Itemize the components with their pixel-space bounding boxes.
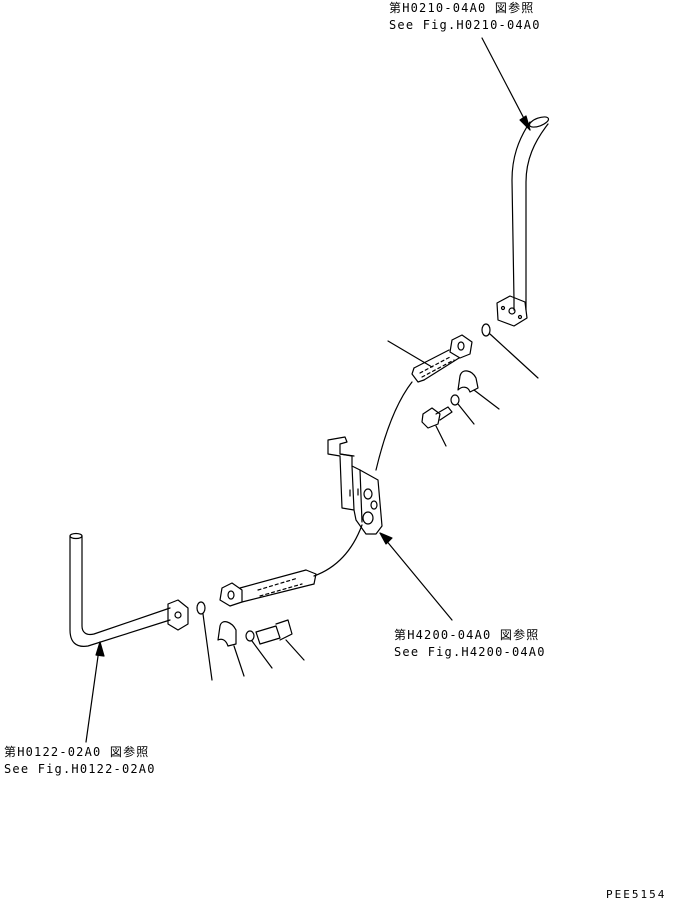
leader-upper-hose	[387, 340, 433, 368]
leader-bolt-upper	[435, 425, 447, 447]
upper-bolt	[421, 406, 453, 429]
callout-reference-left-en: See Fig.H0122-02A0	[4, 762, 156, 776]
drawing-code: PEE5154	[606, 888, 667, 901]
leader-o-ring-lower	[202, 613, 213, 681]
arrow-valve-block	[379, 532, 393, 545]
arrow-left-pipe	[95, 641, 105, 657]
upper-split-flange	[457, 370, 479, 393]
arrow-upper-pipe	[519, 115, 531, 131]
lower-hose-fitting	[219, 569, 317, 607]
leader-split-flange-lower	[233, 645, 245, 677]
upper-washer	[450, 394, 460, 406]
leader-washer-lower	[251, 640, 273, 669]
lower-o-ring	[196, 601, 206, 615]
upper-hose-fitting	[411, 334, 473, 383]
lower-flange	[167, 599, 189, 631]
callout-reference-left-jp: 第H0122-02A0 図参照	[4, 745, 150, 759]
callout-reference-middle-en: See Fig.H4200-04A0	[394, 645, 546, 659]
upper-flange	[496, 295, 528, 327]
leader-o-ring-upper	[489, 333, 539, 379]
leader-upper-pipe	[481, 37, 531, 131]
upper-o-ring	[481, 323, 491, 337]
leader-bolt-lower	[285, 639, 305, 661]
callout-reference-middle: 第H4200-04A0 図参照 See Fig.H4200-04A0	[394, 627, 546, 661]
leader-split-flange-upper	[473, 389, 500, 410]
callout-reference-left: 第H0122-02A0 図参照 See Fig.H0122-02A0	[4, 744, 156, 778]
lower-split-flange	[217, 621, 237, 647]
lower-connecting-hose	[313, 524, 363, 577]
callout-reference-middle-jp: 第H4200-04A0 図参照	[394, 628, 540, 642]
callout-reference-top-en: See Fig.H0210-04A0	[389, 18, 541, 32]
leader-valve-block	[379, 532, 453, 621]
upper-pipe	[511, 116, 550, 311]
left-pipe	[69, 532, 171, 647]
valve-block	[327, 436, 383, 535]
leader-left-pipe	[85, 641, 101, 743]
upper-connecting-hose	[375, 381, 413, 471]
leader-washer-upper	[457, 403, 475, 425]
lower-bolt	[255, 619, 293, 645]
callout-reference-top-jp: 第H0210-04A0 図参照	[389, 1, 535, 15]
callout-reference-top: 第H0210-04A0 図参照 See Fig.H0210-04A0	[389, 0, 541, 34]
lower-washer	[245, 630, 255, 642]
